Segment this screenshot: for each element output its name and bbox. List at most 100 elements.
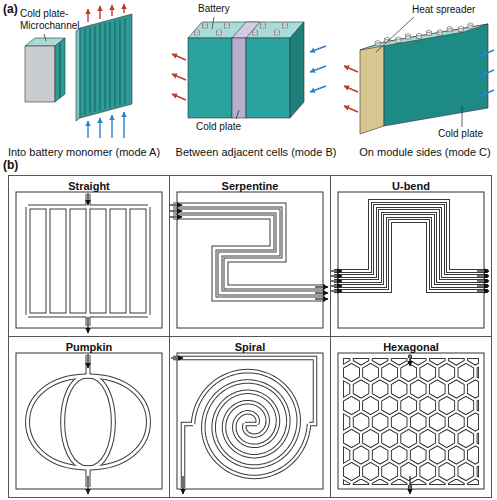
straight-channels (87, 207, 90, 315)
inflow-arrows (87, 121, 88, 138)
outflow-arrows (172, 54, 186, 60)
u-bend-channels (331, 270, 342, 271)
channel-panel: Pumpkin (8, 336, 170, 498)
mode-b-illustration (246, 38, 290, 118)
serpentine-channels (315, 286, 328, 287)
hexagonal-channels (313, 345, 497, 500)
outflow-arrows (88, 4, 124, 22)
u-bend-channels (331, 280, 342, 281)
straight-channels (86, 207, 91, 315)
hexagonal-channels (466, 477, 480, 486)
serpentine-channels (173, 217, 325, 299)
u-bend-channels (331, 290, 342, 291)
hexagonal-channels (371, 477, 390, 486)
spiral-channels (193, 371, 299, 466)
mode-c-illustration (360, 42, 384, 134)
mode-c-illustration (344, 17, 494, 134)
leader-line (376, 17, 414, 52)
hexagonal-channels (409, 477, 428, 486)
mode-a-illustration (59, 43, 60, 98)
serpentine-channels (170, 210, 182, 211)
panel-title: Straight (68, 180, 110, 193)
battery-terminals (396, 37, 401, 39)
spiral-channels (182, 476, 183, 494)
inflow-arrows (480, 50, 494, 56)
u-bend-channels (477, 285, 489, 286)
hexagonal-channels (342, 477, 352, 486)
hexagonal-channels (390, 477, 409, 486)
battery-terminals (385, 37, 390, 39)
leader-line (462, 106, 463, 127)
panel-letter: (b) (3, 159, 18, 171)
battery-terminals (417, 33, 422, 35)
straight-channels (27, 207, 30, 315)
channel-panel: Spiral (169, 336, 331, 498)
straight-channels (87, 193, 88, 205)
pumpkin-channels (88, 376, 113, 468)
pumpkin-channels (63, 376, 88, 468)
u-bend-channels (334, 216, 488, 286)
inflow-arrows (310, 46, 326, 92)
inflow-arrows (88, 112, 124, 138)
straight-channels (16, 192, 162, 333)
microchannel-grooves (85, 18, 125, 115)
straight-channels (46, 207, 51, 315)
pumpkin-channels (63, 376, 88, 468)
u-bend-channels (334, 221, 488, 291)
inflow-arrows (99, 118, 100, 138)
pumpkin-channels (87, 354, 88, 368)
pumpkin-channels (28, 376, 88, 468)
part-label: Cold plate (196, 121, 241, 133)
panel-title: U-bend (392, 180, 430, 193)
straight-channels (26, 207, 31, 315)
mode-b-illustration (188, 38, 232, 118)
serpentine-channels (315, 298, 328, 299)
u-bend-channels (477, 270, 489, 271)
inflow-arrows (310, 86, 326, 92)
spiral-channels (173, 358, 315, 424)
mode-b-illustration (172, 17, 326, 119)
battery-terminals (195, 30, 200, 32)
inflow-arrows (123, 112, 124, 138)
serpentine-channels (170, 204, 182, 205)
mode-a-illustration (55, 38, 65, 102)
battery-terminals (253, 30, 258, 32)
mode-b-illustration (232, 38, 246, 118)
inflow-arrows (111, 115, 112, 138)
battery-terminals (283, 23, 288, 25)
part-label: Battery (198, 3, 230, 15)
straight-channels (87, 194, 90, 207)
mode-a-illustration (76, 28, 80, 121)
straight-channels (86, 194, 91, 207)
battery-terminals (375, 23, 473, 46)
mode-caption: On module sides (mode C) (359, 146, 490, 158)
pumpkin-channels (88, 376, 148, 468)
mode-a-illustration (25, 46, 55, 102)
pumpkin-channels (88, 376, 113, 468)
straight-channels (106, 207, 111, 315)
outflow-arrows (344, 66, 358, 112)
pumpkin-channels (86, 355, 91, 376)
part-label: Heat spreader (412, 4, 475, 16)
pumpkin-channels (16, 353, 162, 494)
inflow-arrows (480, 70, 494, 76)
mode-b-illustration (188, 22, 304, 38)
spiral-channels (171, 357, 183, 358)
pumpkin-channels (87, 355, 90, 376)
outflow-arrows (123, 4, 124, 13)
panel-title: Serpentine (222, 180, 279, 193)
u-bend-channels (477, 280, 489, 281)
u-bend-channels (477, 275, 489, 276)
battery-terminals (203, 23, 208, 25)
battery-terminals (225, 23, 230, 25)
straight-channels (66, 207, 71, 315)
straight-channels (127, 207, 130, 315)
channel-layouts (16, 192, 497, 500)
inflow-arrows (310, 66, 326, 72)
battery-terminals (217, 30, 222, 32)
outflow-arrows (344, 86, 358, 92)
straight-channels (87, 317, 88, 333)
hexagonal-channels (342, 357, 480, 486)
